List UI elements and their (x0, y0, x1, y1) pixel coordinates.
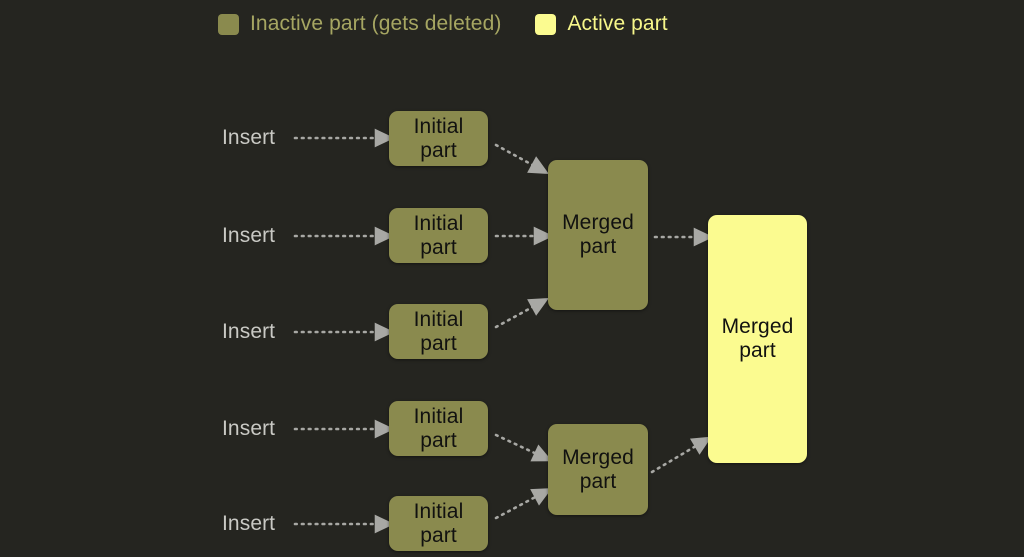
arrow-final-bottom (650, 436, 712, 474)
insert-label-1: Insert (222, 126, 276, 149)
merged-part-label-top: Merged part (562, 211, 634, 258)
legend-item-inactive: Inactive part (gets deleted) (218, 12, 501, 36)
merged-part-box-top[interactable]: Merged part (548, 160, 648, 310)
arrow-merge-bottom-4 (494, 433, 553, 462)
merged-part-label-active: Merged part (721, 315, 794, 362)
arrow-merge-bottom-5 (494, 488, 553, 520)
legend-label-inactive: Inactive part (gets deleted) (250, 12, 502, 35)
insert-label-4: Insert (222, 417, 276, 440)
initial-part-label-1: Initial part (413, 114, 464, 162)
merged-part-label-bottom: Merged part (562, 445, 634, 493)
initial-part-box-2[interactable]: Initial part (389, 208, 488, 263)
legend-item-active: Active part (535, 12, 668, 36)
inactive-swatch-icon (218, 13, 239, 35)
initial-part-box-1[interactable]: Initial part (389, 111, 488, 166)
insert-label-5: Insert (222, 512, 276, 535)
legend-label-active: Active part (567, 12, 668, 35)
initial-part-label-3: Initial part (413, 307, 464, 355)
active-swatch-icon (535, 13, 557, 35)
arrow-merge-top-3 (494, 298, 549, 329)
initial-part-label-5: Initial part (413, 499, 464, 547)
insert-label-2: Insert (222, 224, 276, 247)
initial-part-label-4: Initial part (413, 404, 464, 452)
insert-label-3: Insert (222, 320, 276, 343)
initial-part-label-2: Initial part (413, 211, 464, 259)
arrow-merge-top-1 (494, 143, 549, 174)
legend: Inactive part (gets deleted) Active part (218, 8, 668, 40)
initial-part-box-4[interactable]: Initial part (389, 401, 488, 456)
initial-part-box-3[interactable]: Initial part (389, 304, 488, 359)
merged-part-box-bottom[interactable]: Merged part (548, 424, 648, 515)
initial-part-box-5[interactable]: Initial part (389, 496, 488, 551)
merged-part-box-active[interactable]: Merged part (708, 215, 807, 463)
